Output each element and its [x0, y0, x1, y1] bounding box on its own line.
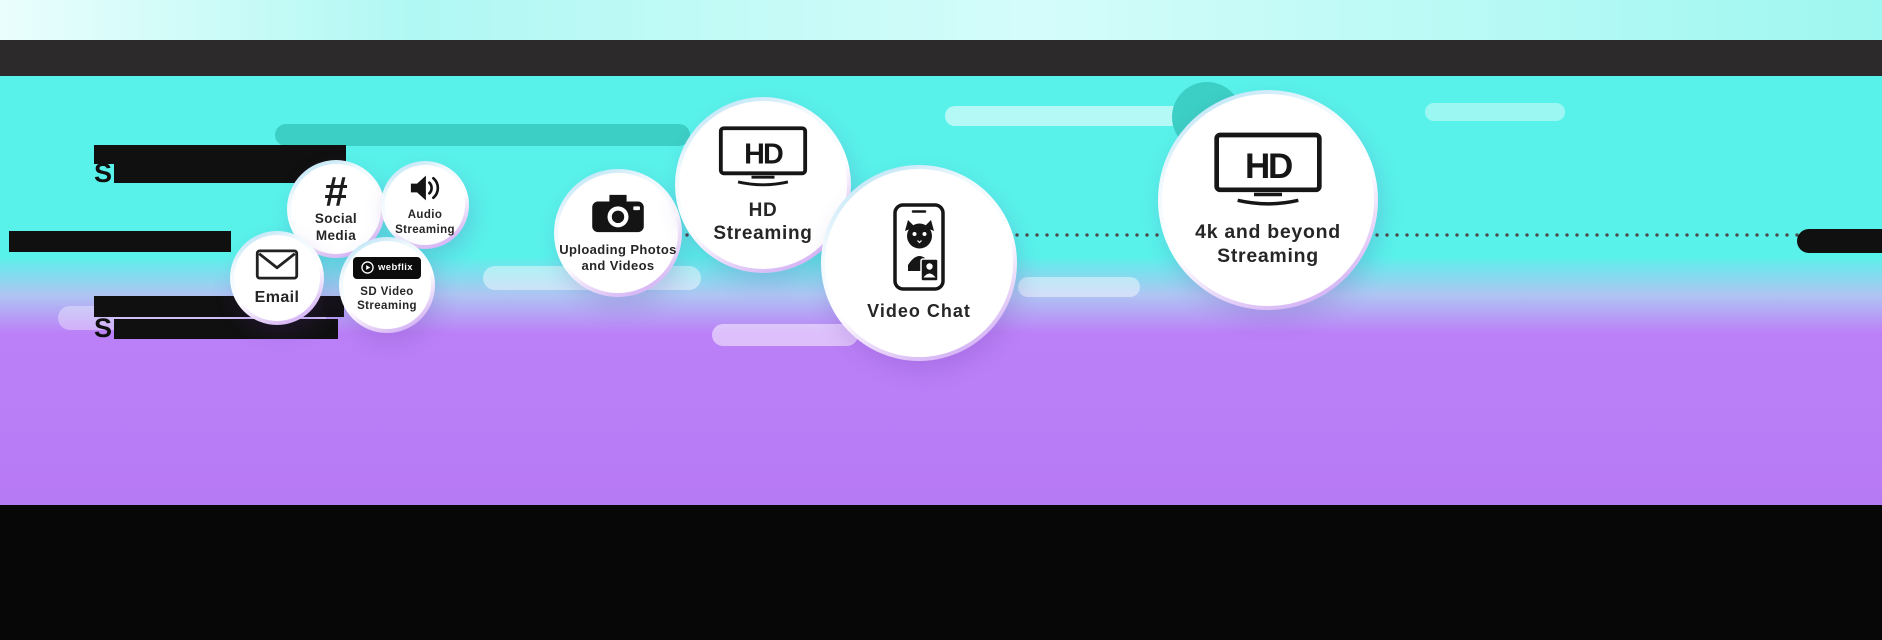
lavender-speed-pill-video-chat	[712, 324, 858, 346]
camera-icon	[592, 195, 644, 233]
white-speed-pill-far-right	[1425, 103, 1565, 121]
bubble-label-video-chat: Video Chat	[867, 301, 971, 322]
webflix-badge-text: webflix	[377, 262, 413, 274]
webflix-badge: webflix	[353, 256, 421, 279]
white-speed-pill-top-right	[945, 106, 1207, 126]
bubble-label-social-media: Social Media	[314, 211, 358, 243]
play-circle-icon	[361, 261, 374, 275]
bubble-audio-streaming: Audio Streaming	[381, 161, 469, 249]
redacted-heading-bottom-line2	[114, 318, 339, 339]
hd-screen-text: HD	[1245, 147, 1292, 186]
bubble-video-chat: Video Chat	[821, 165, 1017, 361]
lavender-speed-pill-right	[1018, 277, 1140, 297]
redacted-speed-label-right	[1797, 229, 1882, 253]
heading-letter-s-bottom: S	[94, 313, 114, 343]
bubble-label-4k-streaming: 4k and beyond Streaming	[1195, 221, 1341, 267]
bottom-black-bar	[0, 505, 1882, 640]
bubble-uploading-photos: Uploading Photos and Videos	[554, 169, 682, 297]
bubble-email: Email	[230, 231, 324, 325]
bubble-4k-streaming: HD 4k and beyond Streaming	[1158, 90, 1378, 310]
hd-screen-text: HD	[744, 139, 783, 171]
heading-letter-s-top: S	[94, 158, 114, 188]
bubble-sd-video-streaming: webflix SD Video Streaming	[339, 237, 435, 333]
redacted-heading-top-line2	[114, 164, 339, 184]
redacted-heading-top-line1	[94, 145, 346, 164]
bubble-label-uploading: Uploading Photos and Videos	[559, 242, 677, 273]
envelope-icon	[255, 249, 299, 280]
redacted-speed-label-left	[9, 231, 231, 252]
top-dark-bar	[0, 40, 1882, 76]
video-call-phone-icon	[893, 203, 945, 291]
hd-tv-icon: HD	[1214, 132, 1322, 206]
bubble-label-email: Email	[254, 288, 300, 306]
top-cyan-strip	[0, 0, 1882, 40]
teal-speed-pill	[275, 124, 690, 146]
hashtag-icon: #	[324, 167, 348, 215]
speaker-icon	[410, 176, 440, 201]
hd-tv-icon: HD	[718, 126, 808, 187]
bubble-label-sd-video: SD Video Streaming	[357, 285, 417, 312]
bubble-label-audio-streaming: Audio Streaming	[395, 209, 455, 236]
bubble-label-hd-streaming: HD Streaming	[713, 199, 813, 244]
bubble-hd-streaming: HD HD Streaming	[675, 97, 851, 273]
